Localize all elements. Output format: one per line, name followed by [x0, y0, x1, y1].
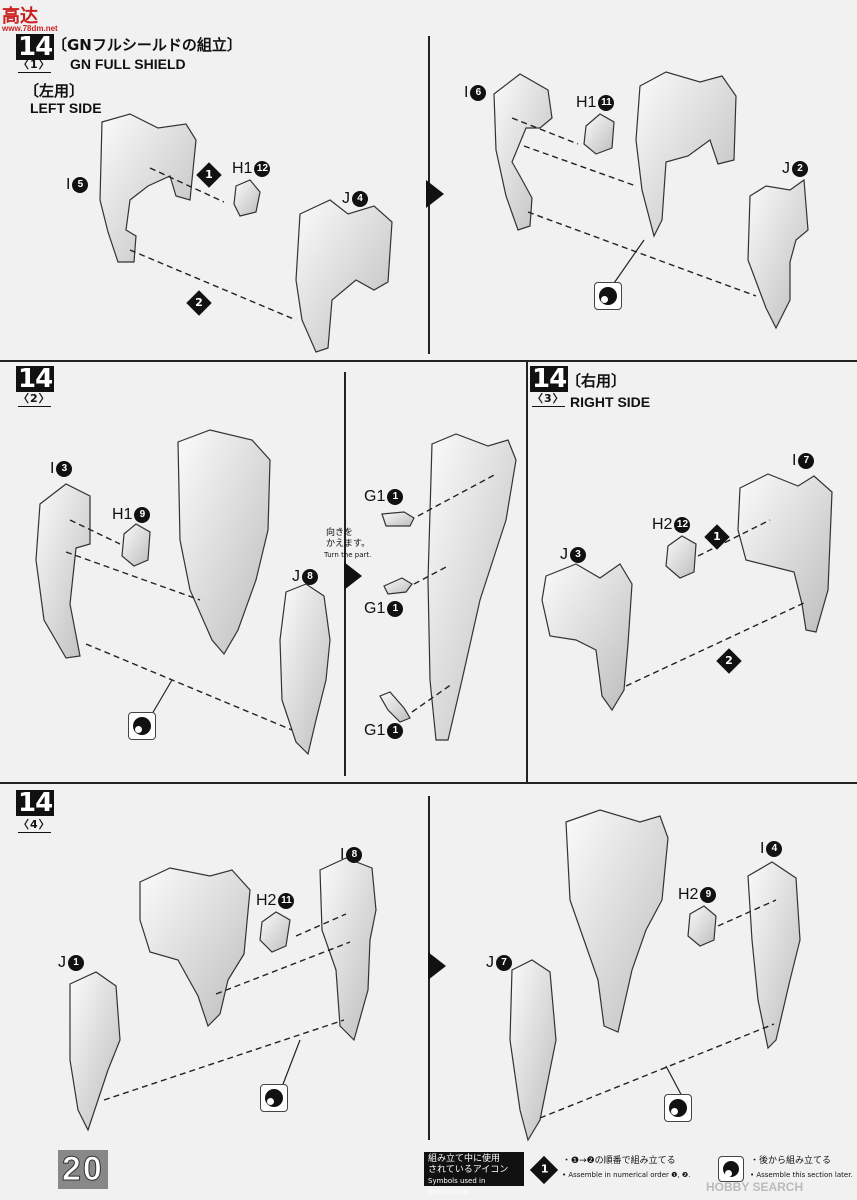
part-g1-b — [383, 577, 413, 595]
part-shield-body-4b — [565, 809, 669, 1033]
step-title-jp: 〔GNフルシールドの組立〕 — [52, 36, 242, 54]
part-g1-c — [379, 691, 411, 723]
part-j1 — [69, 971, 121, 1132]
step-number: 14 — [16, 32, 55, 62]
divider-h2 — [0, 782, 857, 784]
order-1-icon: 1 — [196, 162, 222, 188]
left-side-en: LEFT SIDE — [30, 100, 102, 116]
assemble-later-icon-5 — [664, 1094, 692, 1122]
legend-title-1: 組み立て中に使用 — [428, 1154, 501, 1164]
left-side-jp: 〔左用〕 — [24, 82, 85, 100]
legend-order-en: • Assemble in numerical order ❶, ❷. — [562, 1171, 691, 1179]
right-side-jp: 〔右用〕 — [566, 372, 627, 390]
watermark-hobbysearch: HOBBY SEARCH — [706, 1180, 804, 1194]
legend-later-en: • Assemble this section later. — [750, 1171, 853, 1179]
sub-step-1: 〈1〉 — [18, 58, 51, 73]
divider-v3 — [526, 362, 528, 782]
part-shield-body-1b — [635, 71, 737, 238]
turn-arrow-icon — [344, 562, 362, 590]
part-shield-body-4a — [139, 867, 251, 1028]
order-2-icon-3: 2 — [716, 648, 742, 674]
divider-h1 — [0, 360, 857, 362]
part-h1-9 — [121, 523, 151, 567]
part-h2-12 — [665, 535, 697, 579]
legend-title-2: されているアイコン — [428, 1165, 509, 1175]
order-1-icon-3: 1 — [704, 524, 730, 550]
next-arrow-icon-4 — [428, 952, 446, 980]
part-i4 — [747, 861, 801, 1050]
legend-title-3: Symbols used in instructions — [428, 1177, 486, 1196]
watermark-logo: 高达 — [2, 6, 38, 26]
part-j2 — [747, 178, 809, 330]
order-2-icon: 2 — [186, 290, 212, 316]
part-i6 — [493, 73, 553, 231]
watermark-url: www.78dm.net — [2, 24, 58, 33]
legend-later-jp: ・後から組み立てる — [750, 1156, 832, 1166]
turn-note-jp: 向きをかえます。 — [326, 528, 371, 549]
part-h2-11 — [259, 911, 291, 953]
part-h2-9 — [687, 905, 717, 947]
page-number: 20 — [58, 1150, 108, 1189]
part-i7 — [737, 473, 833, 633]
part-j3 — [541, 563, 633, 712]
step-number-2: 14 — [16, 364, 55, 394]
part-shield-back-2b — [427, 433, 517, 741]
part-j8 — [279, 583, 331, 756]
part-j4 — [295, 199, 393, 353]
part-i3 — [35, 483, 91, 659]
sub-step-3: 〈3〉 — [532, 392, 565, 407]
assemble-later-icon-2 — [128, 712, 156, 740]
part-g1-a — [381, 511, 415, 527]
right-side-en: RIGHT SIDE — [570, 394, 651, 410]
turn-note-en: Turn the part. — [324, 551, 372, 559]
legend-order-jp: ・❶→❷の順番で組み立てる — [562, 1156, 676, 1166]
part-shield-body-2a — [177, 429, 271, 656]
legend-later-icon — [718, 1156, 744, 1182]
assemble-later-icon — [594, 282, 622, 310]
part-h1-11 — [583, 113, 615, 155]
part-h1-12 — [233, 179, 261, 217]
next-arrow-icon — [426, 180, 444, 208]
step-number-3: 14 — [530, 364, 569, 394]
step-number-4: 14 — [16, 788, 55, 818]
sub-step-2: 〈2〉 — [18, 392, 51, 407]
part-j7 — [509, 959, 557, 1142]
part-i8 — [319, 857, 377, 1042]
part-i5 — [99, 113, 197, 263]
sub-step-4: 〈4〉 — [18, 818, 51, 833]
legend-box: 組み立て中に使用 されているアイコン Symbols used in instr… — [424, 1152, 524, 1196]
step-title-en: GN FULL SHIELD — [70, 56, 186, 72]
assemble-later-icon-4 — [260, 1084, 288, 1112]
